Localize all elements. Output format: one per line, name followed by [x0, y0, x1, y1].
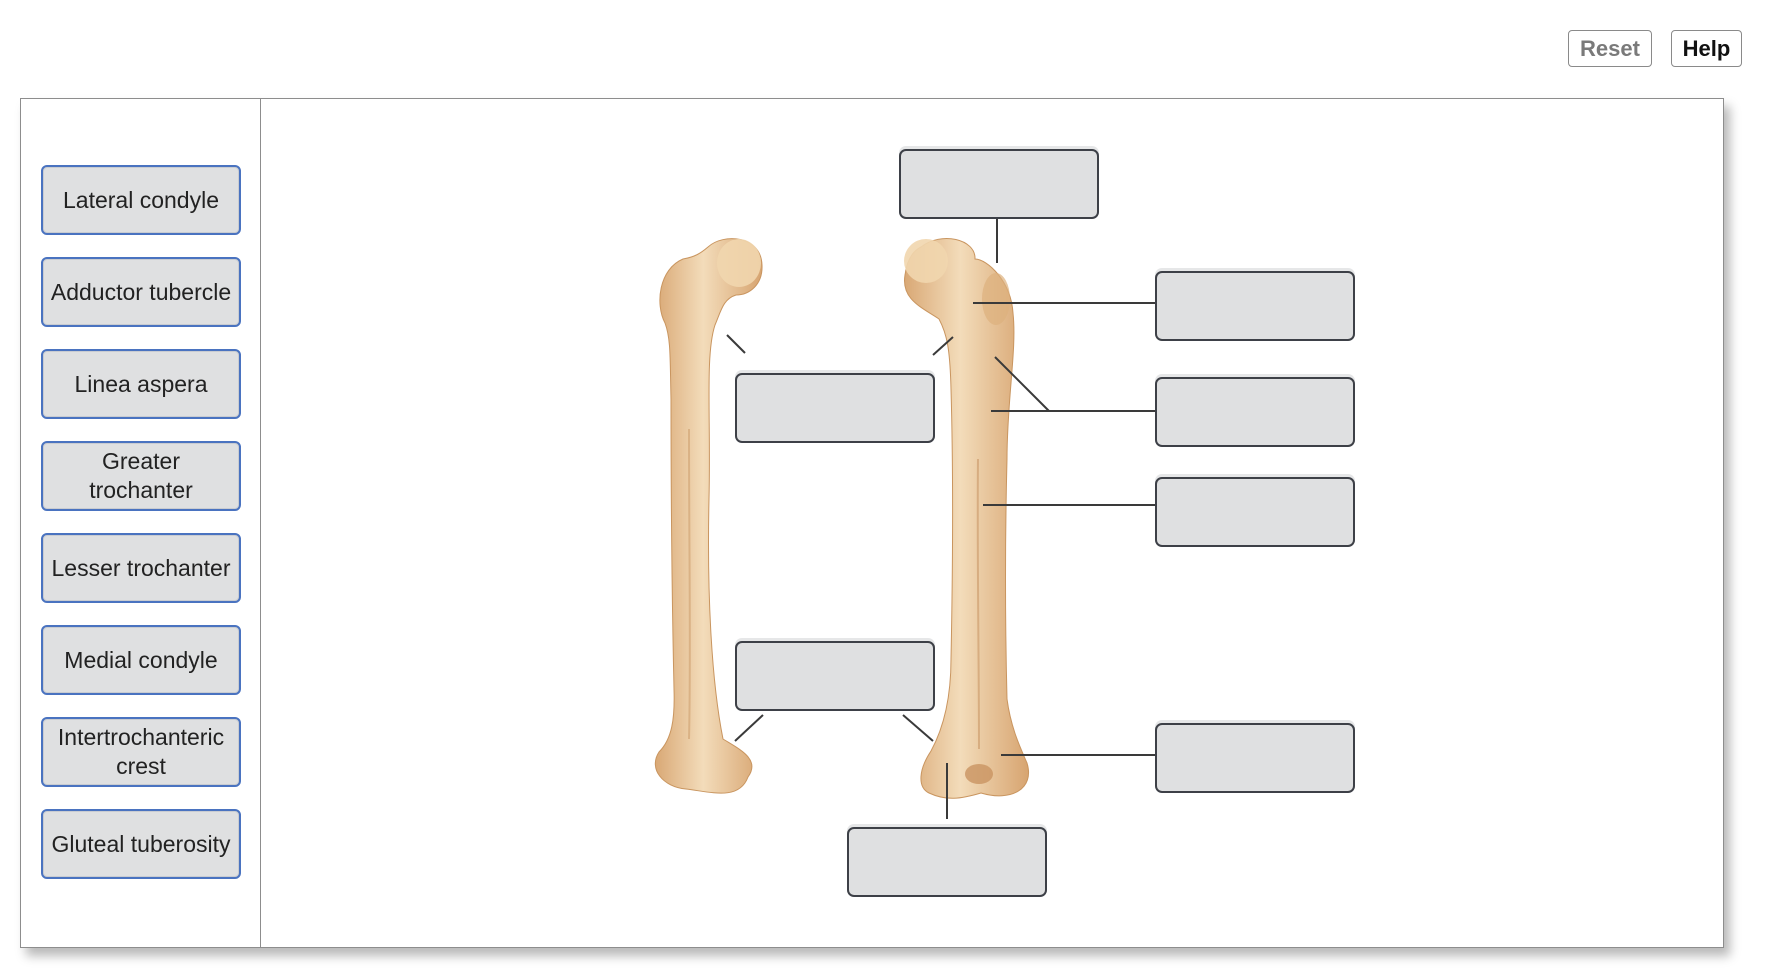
- label-gluteal-tuberosity[interactable]: Gluteal tuberosity: [41, 809, 241, 879]
- drop-target-upper-right[interactable]: [1155, 271, 1355, 341]
- drop-target-bottom[interactable]: [847, 827, 1047, 897]
- leader-lines: [726, 219, 1155, 819]
- labeling-workspace: Lateral condyle Adductor tubercle Linea …: [20, 98, 1724, 948]
- drop-target-head[interactable]: [899, 149, 1099, 219]
- drop-target-distal-middle[interactable]: [735, 641, 935, 711]
- label-linea-aspera[interactable]: Linea aspera: [41, 349, 241, 419]
- label-adductor-tubercle[interactable]: Adductor tubercle: [41, 257, 241, 327]
- drop-target-proximal-middle[interactable]: [735, 373, 935, 443]
- drop-target-lower-right[interactable]: [1155, 723, 1355, 793]
- drop-target-shaft-right[interactable]: [1155, 477, 1355, 547]
- label-lesser-trochanter[interactable]: Lesser trochanter: [41, 533, 241, 603]
- femur-posterior-image: [904, 238, 1029, 799]
- label-greater-trochanter[interactable]: Greater trochanter: [41, 441, 241, 511]
- label-intertrochanteric-crest[interactable]: Intertrochanteric crest: [41, 717, 241, 787]
- label-lateral-condyle[interactable]: Lateral condyle: [41, 165, 241, 235]
- drop-target-mid-right[interactable]: [1155, 377, 1355, 447]
- label-bank: Lateral condyle Adductor tubercle Linea …: [21, 99, 261, 947]
- label-medial-condyle[interactable]: Medial condyle: [41, 625, 241, 695]
- femur-anterior-image: [654, 238, 763, 794]
- help-button[interactable]: Help: [1671, 30, 1742, 67]
- femur-diagram: [654, 219, 1155, 819]
- reset-button[interactable]: Reset: [1568, 30, 1652, 67]
